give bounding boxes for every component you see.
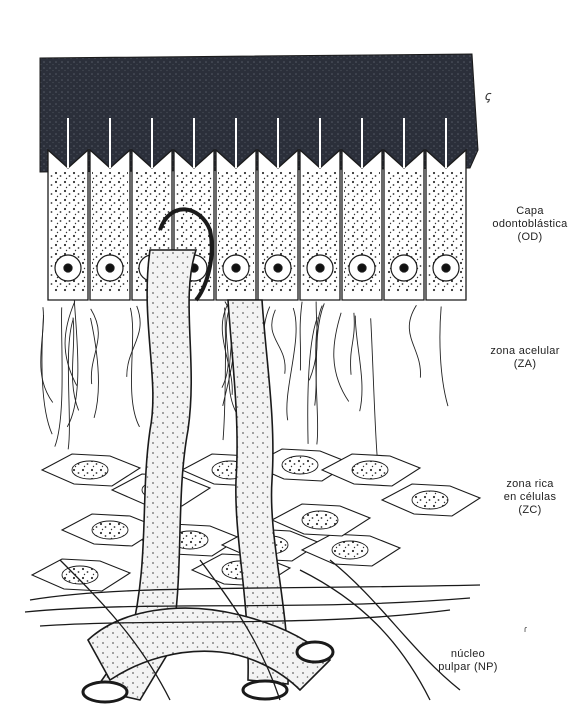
small-mark: ɾ xyxy=(524,624,527,634)
fibroblast-cell xyxy=(382,484,480,516)
label-cellrich-line1: zona rica xyxy=(480,478,580,491)
label-odontoblast-line3: (OD) xyxy=(478,231,582,244)
label-acellular-line1: zona acelular xyxy=(470,345,580,358)
label-odontoblast-layer: Capa odontoblástica (OD) xyxy=(478,205,582,244)
nerve-fiber xyxy=(287,308,296,420)
label-acellular-line2: (ZA) xyxy=(470,358,580,371)
label-acellular-zone: zona acelular (ZA) xyxy=(470,345,580,371)
vessel-lumen-center xyxy=(243,681,287,699)
label-cellrich-line3: (ZC) xyxy=(480,504,580,517)
nerve-fiber xyxy=(334,313,349,402)
nerve-fiber xyxy=(355,316,362,412)
label-odontoblast-line1: Capa xyxy=(478,205,582,218)
fibroblast-cell xyxy=(302,534,400,566)
nerve-fiber xyxy=(223,308,225,440)
nerve-fiber xyxy=(440,306,448,406)
label-pulpcore-line2: pulpar (NP) xyxy=(408,661,528,674)
nerve-fiber xyxy=(91,309,99,384)
nerve-fiber xyxy=(130,308,139,427)
label-cellrich-line2: en células xyxy=(480,491,580,504)
label-odontoblast-line2: odontoblástica xyxy=(478,218,582,231)
fibroblast-cell xyxy=(42,454,140,486)
nerve-fiber xyxy=(91,318,99,418)
nerve-fiber xyxy=(409,305,420,377)
figure-mark: ꞔ xyxy=(484,86,490,104)
vessel-lumen-right xyxy=(297,642,333,662)
fibroblast-cell xyxy=(32,559,130,591)
nerve-fiber xyxy=(371,318,378,457)
nerve-fiber xyxy=(127,306,140,377)
vessel-lumen-left xyxy=(83,682,127,702)
label-cell-rich-zone: zona rica en células (ZC) xyxy=(480,478,580,517)
nerve-fiber xyxy=(42,315,52,434)
nerve-fiber xyxy=(272,310,285,374)
label-pulp-core: núcleo pulpar (NP) xyxy=(408,648,528,674)
label-pulpcore-line1: núcleo xyxy=(408,648,528,661)
nerve-fiber xyxy=(55,307,62,446)
nerve-fiber xyxy=(351,313,355,375)
nerve-fiber xyxy=(300,302,302,371)
